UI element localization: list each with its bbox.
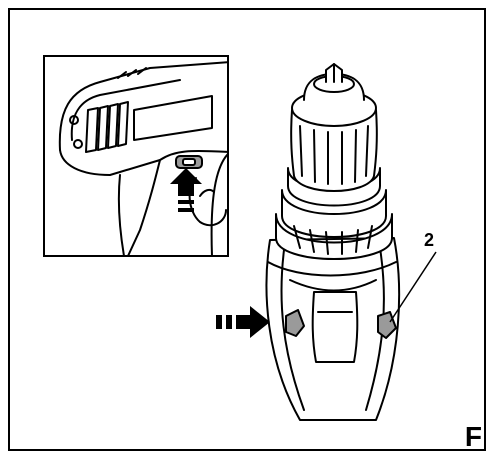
- drill-body: [265, 63, 401, 421]
- dashed-arrow-right-icon: [216, 306, 270, 338]
- dashed-arrow-up-icon: [170, 168, 202, 212]
- figure-letter: F: [464, 421, 482, 452]
- inset-detail: [43, 55, 229, 257]
- callout-leader-line: [389, 251, 437, 323]
- callout-label-2: 2: [424, 230, 435, 250]
